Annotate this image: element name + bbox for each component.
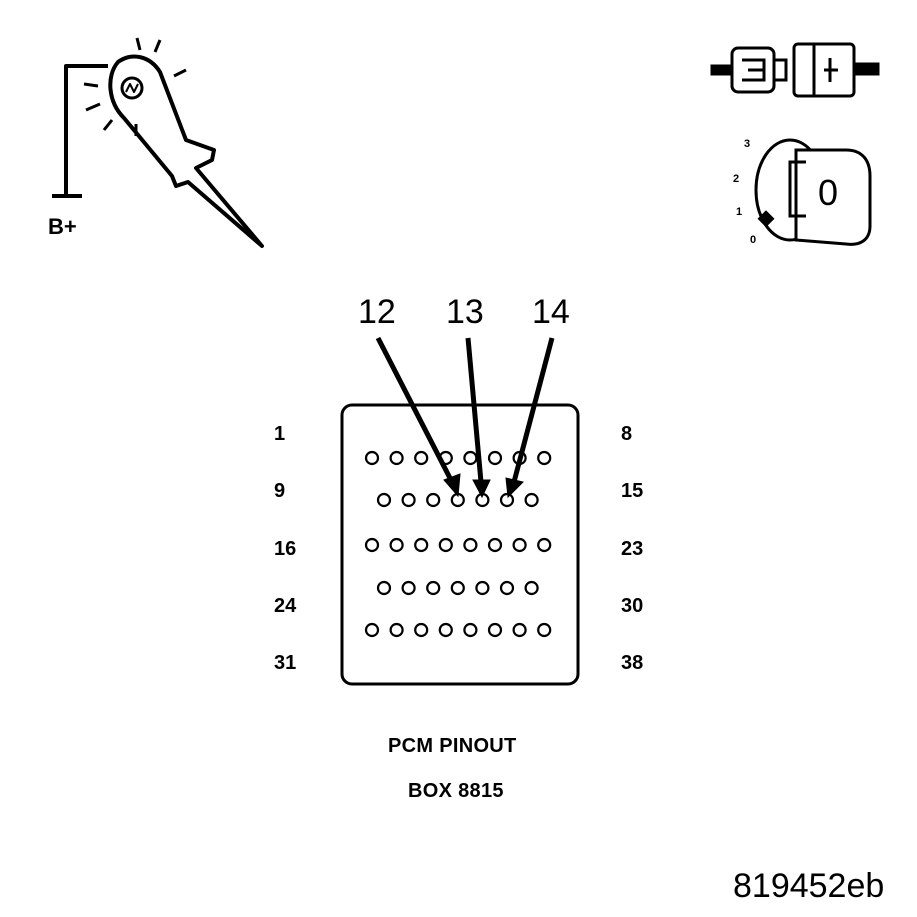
callout-arrow-14-line xyxy=(511,337,555,483)
b-plus-label: B+ xyxy=(48,214,77,239)
pin-1 xyxy=(364,450,380,466)
pin-33 xyxy=(414,622,429,638)
pin-3 xyxy=(414,450,429,466)
bulb-filament xyxy=(125,83,139,93)
left-label-9: 9 xyxy=(274,480,286,502)
pin-19 xyxy=(438,537,453,553)
callout-arrow-13-head xyxy=(472,479,491,499)
callout-arrow-14-head xyxy=(505,477,524,499)
ray-3 xyxy=(173,68,187,78)
right-label-30: 30 xyxy=(621,595,644,617)
ignition-key-face: 0 xyxy=(818,172,839,213)
pin-21 xyxy=(487,537,503,553)
pin-23 xyxy=(537,537,552,553)
pin-6 xyxy=(487,450,503,466)
callout-arrows xyxy=(375,336,555,499)
pin-25 xyxy=(401,580,416,596)
pin-9 xyxy=(376,492,392,508)
connector-disconnect-icon xyxy=(710,42,880,98)
ignition-key-slot xyxy=(788,160,806,218)
callout-13: 13 xyxy=(446,293,484,331)
pin-27 xyxy=(450,580,465,596)
right-label-38: 38 xyxy=(621,652,644,674)
pin-34 xyxy=(438,622,453,638)
wire-left xyxy=(710,64,734,76)
ignition-position-2: 2 xyxy=(733,173,740,185)
pin-10 xyxy=(401,492,416,508)
pin-18 xyxy=(414,537,429,553)
pin-17 xyxy=(389,537,404,553)
pin-29 xyxy=(499,580,515,596)
right-label-8: 8 xyxy=(621,423,633,445)
ignition-position-1: 1 xyxy=(736,206,743,218)
pin-31 xyxy=(364,622,380,638)
test-light-wire xyxy=(64,64,108,196)
callout-14: 14 xyxy=(532,293,570,331)
pin-35 xyxy=(463,622,478,638)
left-label-1: 1 xyxy=(274,423,286,445)
pin-2 xyxy=(389,450,404,466)
pin-8 xyxy=(537,450,552,466)
test-light-body xyxy=(108,54,264,248)
callout-arrow-12-head xyxy=(443,473,461,498)
ray-2 xyxy=(153,39,162,53)
pin-30 xyxy=(524,580,539,596)
pin-36 xyxy=(487,622,503,638)
pin-11 xyxy=(426,492,441,508)
pin-38 xyxy=(537,622,552,638)
test-light-bulb xyxy=(120,76,144,100)
ray-6 xyxy=(102,119,114,131)
pin-32 xyxy=(389,622,404,638)
wire-right xyxy=(852,62,880,76)
caption-title: PCM PINOUT xyxy=(388,735,517,757)
right-label-15: 15 xyxy=(621,480,644,502)
ignition-switch-icon xyxy=(754,138,872,246)
callout-arrow-13-line xyxy=(465,337,484,483)
ignition-indicator xyxy=(757,210,775,228)
test-light-icon xyxy=(52,37,264,248)
left-label-31: 31 xyxy=(274,652,297,674)
caption-subtitle: BOX 8815 xyxy=(408,780,504,802)
pin-15 xyxy=(524,492,539,508)
pcm-connector-body xyxy=(340,403,580,686)
left-label-16: 16 xyxy=(274,538,297,560)
pin-24 xyxy=(376,580,392,596)
ignition-position-3: 3 xyxy=(744,138,751,150)
callout-12: 12 xyxy=(358,293,396,331)
pin-14 xyxy=(499,492,515,508)
pin-16 xyxy=(364,537,380,553)
ignition-key-head xyxy=(794,148,872,246)
connector-male-tip xyxy=(772,58,788,82)
pin-37 xyxy=(512,622,527,638)
right-label-23: 23 xyxy=(621,538,644,560)
pin-28 xyxy=(475,580,490,596)
pin-26 xyxy=(426,580,441,596)
ray-5 xyxy=(85,102,101,112)
pin-22 xyxy=(512,537,527,553)
figure-id: 819452eb xyxy=(733,867,885,905)
ray-4 xyxy=(83,82,99,88)
ignition-position-0: 0 xyxy=(750,234,757,246)
left-label-24: 24 xyxy=(274,595,297,617)
callout-arrow-12-line xyxy=(375,336,455,484)
ray-1 xyxy=(135,37,142,51)
pin-5 xyxy=(463,450,478,466)
pin-20 xyxy=(463,537,478,553)
pin-grid xyxy=(364,450,552,638)
